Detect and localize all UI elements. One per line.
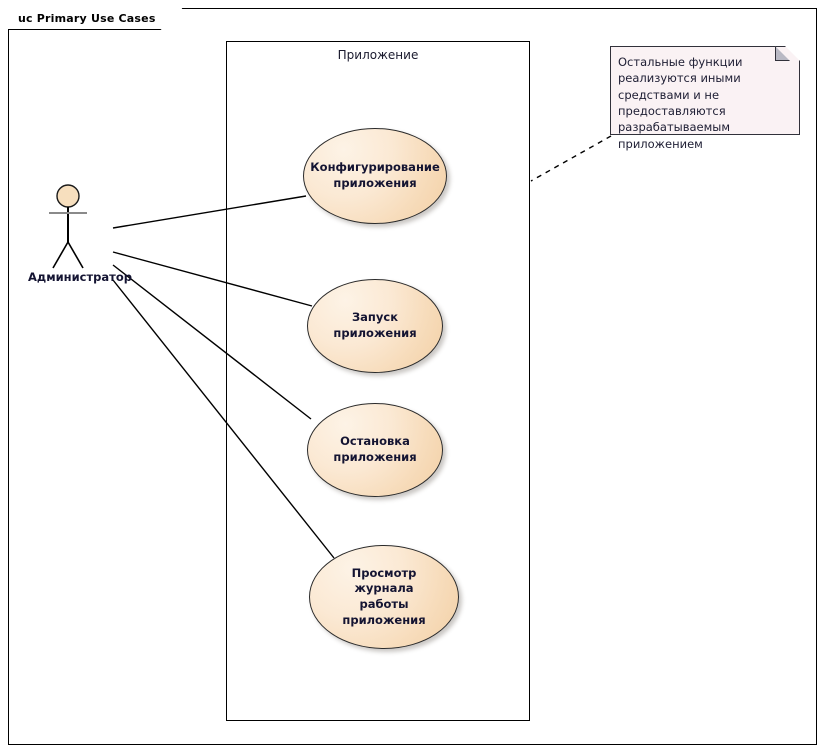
diagram-frame-tab: uc Primary Use Cases [8,8,183,30]
actor-stick-figure-icon [49,184,87,269]
diagram-frame-title: uc Primary Use Cases [18,12,156,25]
actor-label: Администратор [28,270,132,284]
use-case-start[interactable]: Запуск приложения [307,279,443,373]
actor-administrator[interactable]: Администратор [20,180,140,285]
diagram-frame-border [8,8,817,745]
note-box[interactable] [610,46,800,135]
note-text: Остальные функции реализуются иными сред… [618,55,743,151]
system-boundary-label: Приложение [337,48,419,62]
use-case-start-label: Запуск приложения [333,310,417,340]
